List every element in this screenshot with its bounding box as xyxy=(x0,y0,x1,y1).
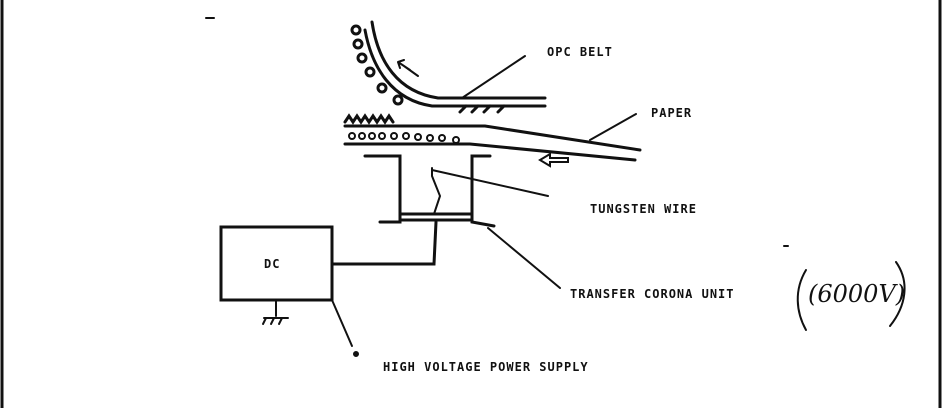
paper-top-line xyxy=(343,124,642,152)
scan-dot xyxy=(353,351,359,357)
ground-icon xyxy=(262,299,289,325)
belt-roller xyxy=(364,66,376,78)
paper-roller xyxy=(426,134,434,142)
paper-direction-arrow-icon xyxy=(538,152,569,168)
opc-belt-inner xyxy=(363,28,547,108)
opc-belt-leader xyxy=(461,55,526,99)
paper-bottom-line xyxy=(343,142,637,162)
supply-cable xyxy=(330,220,438,266)
handwritten-voltage-note: (6000V) xyxy=(808,280,906,308)
paper-label: PAPER xyxy=(651,106,693,120)
tungsten-wire xyxy=(431,167,442,215)
paper-roller xyxy=(358,132,366,140)
tungsten-wire-leader xyxy=(431,169,549,197)
transfer-corona-unit-label: TRANSFER CORONA UNIT xyxy=(570,287,735,301)
toner-particles-right xyxy=(458,104,506,114)
belt-direction-arrow-icon xyxy=(397,59,419,77)
toner-particles xyxy=(343,113,395,125)
handwritten-paren-left xyxy=(796,269,807,331)
handwritten-paren-right xyxy=(889,261,906,327)
paper-roller xyxy=(452,136,460,144)
transfer-corona-leader xyxy=(487,227,561,289)
belt-roller xyxy=(392,94,404,106)
corona-shield-right xyxy=(470,154,496,228)
power-supply-leader xyxy=(331,299,353,347)
corona-shield-left xyxy=(363,154,402,224)
opc-belt-label: OPC BELT xyxy=(547,45,613,59)
high-voltage-power-supply-label: HIGH VOLTAGE POWER SUPPLY xyxy=(383,360,589,374)
paper-roller xyxy=(402,132,410,140)
paper-leader xyxy=(589,113,637,141)
opc-belt-outer xyxy=(370,20,547,100)
paper-roller xyxy=(348,132,356,140)
paper-roller xyxy=(378,132,386,140)
belt-roller xyxy=(356,52,368,64)
paper-roller xyxy=(414,133,422,141)
tungsten-wire-label: TUNGSTEN WIRE xyxy=(590,202,697,216)
paper-roller xyxy=(438,134,446,142)
dc-box-label: DC xyxy=(264,257,281,271)
paper-roller xyxy=(390,132,398,140)
belt-roller xyxy=(350,24,362,36)
paper-roller xyxy=(368,132,376,140)
belt-roller xyxy=(352,38,364,50)
belt-roller xyxy=(376,82,388,94)
